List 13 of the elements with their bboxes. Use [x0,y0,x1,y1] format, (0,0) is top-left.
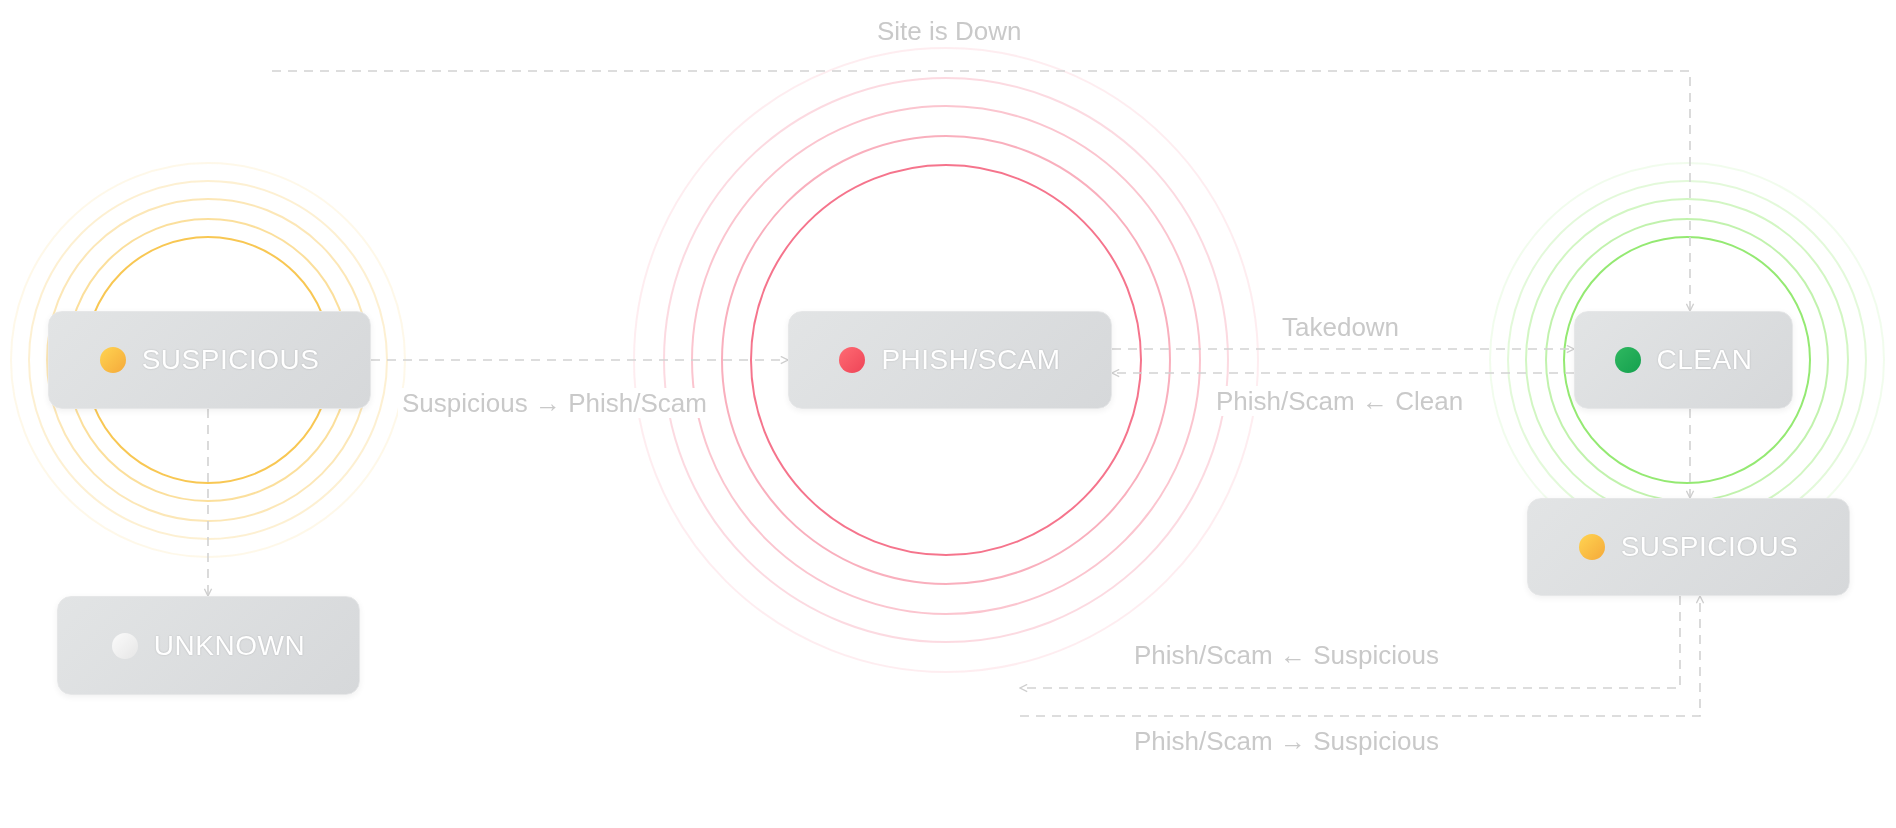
status-badge [1574,311,1793,409]
dashed-arrow [271,70,1695,312]
status-badge [57,596,360,695]
status-badge [48,311,371,409]
dashed-arrow [1111,344,1575,354]
dashed-arrow [1019,595,1681,693]
dashed-arrow [1685,408,1695,499]
dashed-arrow [370,355,789,365]
status-badge [1527,498,1850,596]
dashed-arrow [1111,368,1575,378]
dashed-arrow [1019,595,1705,717]
status-badge [788,311,1112,409]
dashed-arrow [203,408,213,597]
